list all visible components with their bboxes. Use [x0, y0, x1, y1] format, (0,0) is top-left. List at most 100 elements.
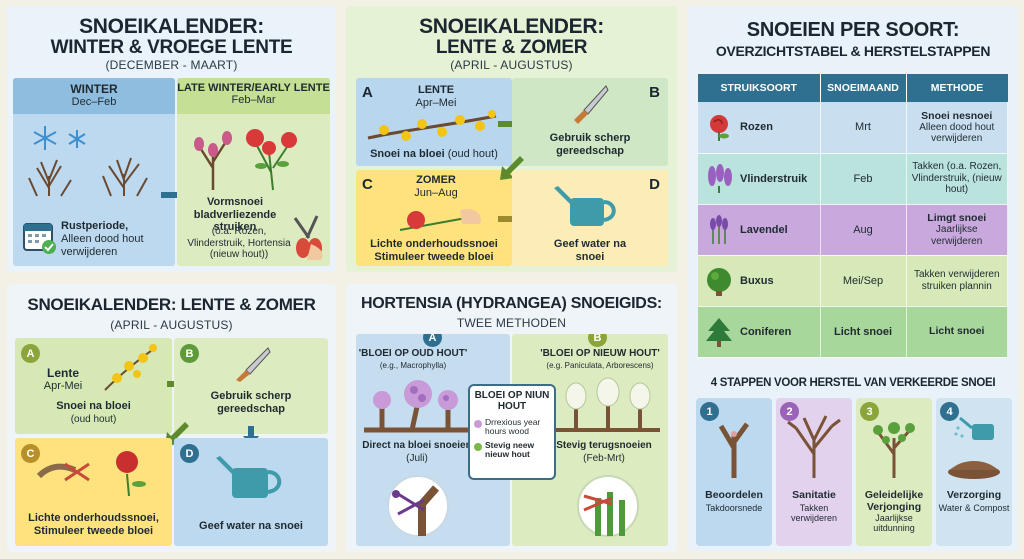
- step-c-badge: C: [21, 444, 40, 463]
- step-number-badge: 3: [860, 402, 879, 421]
- method-text: Alleen dood hout verwijderen: [919, 121, 995, 145]
- hydrangea-old-wood-icon: [364, 380, 470, 433]
- quadrant-c-letter: C: [362, 176, 373, 193]
- watering-compost-icon: [936, 414, 1012, 479]
- panel4-title: HORTENSIA (HYDRANGEA) SNOEIGIDS:: [361, 295, 662, 312]
- step-text: Water & Compost: [938, 503, 1010, 513]
- late-winter-range: Feb–Mar: [231, 94, 276, 106]
- species-cell: Rozen: [698, 102, 821, 154]
- step-title: Geleidelijke Verjonging: [864, 489, 924, 513]
- method-b-title: 'BLOEI OP NIEUW HOUT': [540, 348, 660, 359]
- step-text: Takdoorsnede: [705, 503, 763, 513]
- legend-dot-purple-icon: [474, 420, 482, 428]
- method-text: Takken (o.a. Rozen, Vlinderstruik, (nieu…: [911, 161, 1002, 196]
- bare-shrub-icon: [28, 157, 148, 197]
- pruned-branches-icon: [776, 414, 852, 478]
- panel2-title-line2: LENTE & ZOMER: [435, 37, 588, 58]
- panel-spring-summer-calendar: SNOEIKALENDER: LENTE & ZOMER (APRIL - AU…: [346, 6, 677, 272]
- step-title: Verzorging: [946, 489, 1002, 501]
- shape-text: (o.a. Rozen, Vlinderstruik, Hortensia (n…: [187, 226, 291, 260]
- step-title: Sanitatie: [792, 489, 836, 501]
- forsythia-branch-icon: [367, 110, 497, 141]
- quadrant-d-letter: D: [649, 176, 660, 193]
- bare-tree-icon: [696, 414, 772, 478]
- species-cell: Coniferen: [698, 306, 821, 358]
- species-cell: Buxus: [698, 255, 821, 307]
- rejuvenating-tree-icon: [856, 414, 932, 478]
- panel2-title-line1: SNOEIKALENDER:: [419, 15, 604, 38]
- species-name: Rozen: [740, 121, 773, 134]
- step-b: B Gebruik scherp gereedschap: [174, 338, 328, 434]
- rose-pruning-icon: [399, 208, 481, 231]
- method-cell: Takken (o.a. Rozen, Vlinderstruik, (nieu…: [906, 153, 1008, 205]
- pruning-shears-icon: [293, 215, 323, 260]
- step-c-text: Lichte onderhoudssnoei, Stimuleer tweede…: [28, 512, 159, 537]
- quadrant-d-text: Geef water na snoei: [553, 238, 627, 263]
- method-text: Takken verwijderen struiken plannin: [913, 269, 1000, 292]
- species-name: Coniferen: [740, 325, 792, 338]
- quadrant-a: A LENTE Apr–Mei Snoei na bloei (oud hout…: [356, 78, 512, 166]
- step-a-badge: A: [21, 344, 40, 363]
- budding-shrub-icon: [194, 129, 297, 191]
- watering-can-icon: [216, 456, 282, 498]
- quadrant-a-range: Apr–Mei: [415, 97, 457, 109]
- step-d-badge: D: [180, 444, 199, 463]
- header-species: STRUIKSOORT: [698, 74, 821, 102]
- step-a-note: (oud hout): [70, 414, 117, 425]
- rest-title: Rustperiode,: [61, 220, 129, 232]
- quadrant-a-text-main: Snoei na bloei: [370, 148, 445, 160]
- step-a-text: Snoei na bloei: [56, 400, 131, 412]
- knife-icon: [236, 347, 271, 382]
- method-cell: Takken verwijderen struiken plannin: [906, 255, 1008, 307]
- rest-text: Alleen dood hout verwijderen: [61, 233, 144, 258]
- step-d-text: Geef water na snoei: [199, 520, 303, 532]
- method-a-when: (Juli): [406, 453, 428, 464]
- month-cell: Mei/Sep: [820, 255, 907, 307]
- method-bold-text: Limgt snoei: [927, 211, 987, 224]
- step-d: D Geef water na snoei: [174, 438, 328, 546]
- panel2-subtitle: (APRIL - AUGUSTUS): [450, 58, 573, 72]
- species-name: Buxus: [740, 274, 774, 287]
- method-bold-text: Licht snoei: [929, 325, 985, 338]
- quadrant-d: D Geef water na snoei: [512, 170, 668, 266]
- step-text: Takken verwijderen: [790, 503, 838, 523]
- month-cell: Mrt: [820, 102, 907, 154]
- butterfly-bush-icon: [704, 163, 734, 194]
- panel1-title-line1: SNOEIKALENDER:: [79, 15, 264, 38]
- quadrant-c-range: Jun–Aug: [414, 187, 458, 199]
- step-c: C Lichte onderhoudssnoei, Stimuleer twee…: [15, 438, 172, 546]
- arrow-down-left-icon: [500, 156, 524, 180]
- steps-title: 4 STAPPEN VOOR HERSTEL VAN VERKEERDE SNO…: [710, 377, 996, 389]
- step-a-label: Lente: [46, 366, 79, 380]
- quadrant-b-letter: B: [649, 84, 660, 101]
- conifer-icon: [704, 317, 734, 347]
- winter-label: WINTER: [70, 82, 118, 96]
- legend-item-1: Drrexious year hours wood: [474, 417, 550, 437]
- method-a-text: Direct na bloei snoeien: [362, 440, 472, 451]
- step-title: Beoordelen: [705, 489, 763, 501]
- boxwood-icon: [704, 266, 734, 296]
- species-cell: Lavendel: [698, 204, 821, 256]
- species-name: Vlinderstruik: [740, 172, 808, 185]
- panel5-title-line1: SNOEIEN PER SOORT:: [746, 19, 960, 41]
- panel-spring-summer-calendar-2: SNOEIKALENDER: LENTE & ZOMER (APRIL - AU…: [7, 284, 336, 552]
- panel3-title: SNOEIKALENDER: LENTE & ZOMER: [27, 295, 316, 314]
- late-winter-label: LATE WINTER/EARLY LENTE: [177, 82, 330, 94]
- legend-item-1-text: Drrexious year hours wood: [485, 417, 541, 437]
- month-cell: Feb: [820, 153, 907, 205]
- quadrant-c-text: Lichte onderhoudssnoei Stimuleer tweede …: [370, 238, 498, 263]
- legend-dot-green-icon: [474, 442, 482, 451]
- method-a-badge: A: [423, 334, 442, 347]
- step-number-badge: 1: [700, 402, 719, 421]
- method-a-examples: (e.g., Macrophylla): [379, 361, 447, 370]
- panel4-subtitle: TWEE METHODEN: [456, 316, 567, 330]
- panel-winter-calendar: SNOEIKALENDER: WINTER & VROEGE LENTE (DE…: [7, 6, 336, 272]
- calendar-icon: [23, 223, 56, 254]
- panel1-title-line2: WINTER & VROEGE LENTE: [50, 37, 293, 58]
